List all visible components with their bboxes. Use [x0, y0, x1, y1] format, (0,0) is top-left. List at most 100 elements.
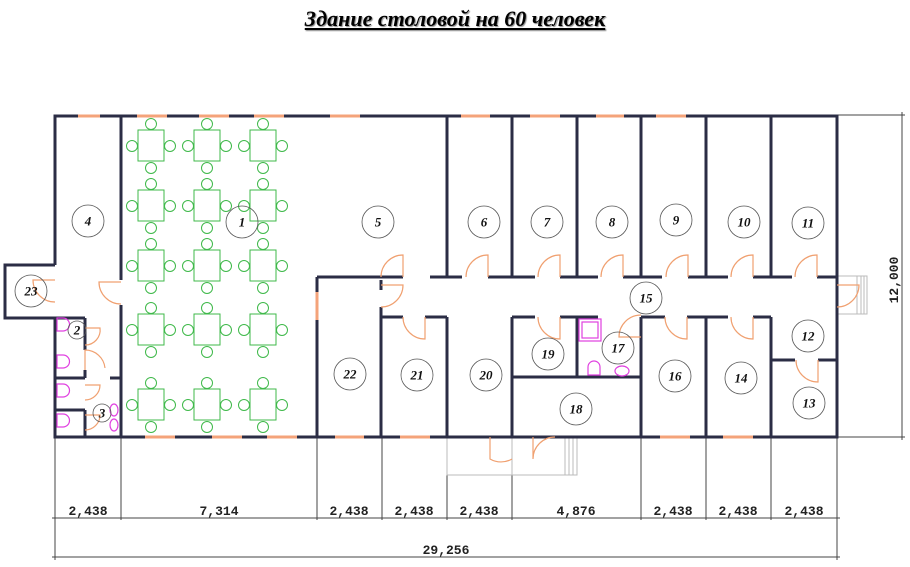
chair: [145, 346, 157, 358]
chair: [257, 377, 269, 389]
chair: [164, 399, 176, 411]
room-marker-circle: [791, 319, 825, 353]
table: [137, 129, 165, 162]
chair: [145, 162, 157, 174]
room-marker-circle: [727, 205, 761, 239]
dining-tables: [126, 118, 288, 433]
room-number-15: 15: [640, 291, 654, 306]
room-marker-circle: [67, 320, 87, 340]
room-marker-circle: [467, 205, 501, 239]
chair: [182, 399, 194, 411]
sanitary-fixtures: [56, 317, 630, 432]
chair: [257, 178, 269, 190]
table: [193, 129, 221, 162]
room-number-16: 16: [669, 369, 683, 384]
chair: [257, 302, 269, 314]
room-marker-circle: [792, 386, 826, 420]
chair: [220, 399, 232, 411]
dimension-labels: 2,438 7,314 2,438 2,438 2,438 4,876 2,43…: [68, 256, 902, 558]
room-marker-circle: [92, 403, 112, 423]
walls: [3, 114, 839, 439]
chair: [164, 200, 176, 212]
chair: [238, 324, 250, 336]
dim-segment-1: 2,438: [68, 504, 107, 519]
chair: [145, 178, 157, 190]
chair: [220, 260, 232, 272]
chair: [276, 200, 288, 212]
room-number-10: 10: [738, 215, 752, 230]
room-marker-circle: [14, 274, 48, 308]
room-number-14: 14: [735, 371, 749, 386]
table: [137, 249, 165, 282]
dimension-lines: [52, 112, 905, 560]
room-number-19: 19: [542, 347, 556, 362]
dim-segment-9: 2,438: [784, 504, 823, 519]
chair: [182, 200, 194, 212]
chair: [220, 200, 232, 212]
room-number-8: 8: [609, 215, 616, 230]
room-marker-circle: [530, 205, 564, 239]
chair: [145, 222, 157, 234]
entrance-steps: [446, 275, 868, 476]
room-number-7: 7: [544, 215, 551, 230]
room-number-9: 9: [673, 213, 680, 228]
table: [193, 388, 221, 421]
table: [249, 249, 277, 282]
chair: [238, 399, 250, 411]
chair: [126, 324, 138, 336]
room-number-4: 4: [84, 214, 92, 229]
chair: [201, 118, 213, 130]
chair: [164, 140, 176, 152]
dim-segment-7: 2,438: [653, 504, 692, 519]
chair: [145, 421, 157, 433]
room-marker-circle: [71, 204, 105, 238]
room-number-2: 2: [73, 323, 81, 338]
room-marker-circle: [791, 206, 825, 240]
chair: [220, 140, 232, 152]
chair: [257, 222, 269, 234]
chair: [145, 377, 157, 389]
table: [249, 189, 277, 222]
chair: [126, 260, 138, 272]
dim-segment-3: 2,438: [329, 504, 368, 519]
chair: [182, 140, 194, 152]
chair: [238, 140, 250, 152]
chair: [257, 421, 269, 433]
table: [249, 313, 277, 346]
room-number-23: 23: [24, 284, 39, 299]
drawing-title: Здание столовой на 60 человек: [304, 6, 606, 31]
dim-segment-5: 2,438: [459, 504, 498, 519]
chair: [182, 260, 194, 272]
chair: [238, 260, 250, 272]
room-number-5: 5: [375, 215, 382, 230]
room-number-20: 20: [479, 368, 494, 383]
chair: [201, 162, 213, 174]
room-number-6: 6: [481, 215, 488, 230]
room-number-22: 22: [343, 367, 358, 382]
chair: [182, 324, 194, 336]
chair: [145, 118, 157, 130]
chair: [126, 399, 138, 411]
chair: [201, 282, 213, 294]
room-marker-circle: [629, 281, 663, 315]
chair: [145, 302, 157, 314]
chair: [201, 178, 213, 190]
room-marker-circle: [361, 205, 395, 239]
chair: [126, 200, 138, 212]
room-number-1: 1: [239, 215, 246, 230]
chair: [201, 238, 213, 250]
room-number-17: 17: [612, 341, 626, 356]
dim-total-width: 12,000: [887, 256, 902, 303]
room-number-3: 3: [98, 406, 106, 421]
dim-segment-4: 2,438: [394, 504, 433, 519]
dim-segment-2: 7,314: [199, 504, 238, 519]
table: [193, 249, 221, 282]
room-marker-circle: [559, 392, 593, 426]
chair: [201, 302, 213, 314]
chair: [145, 238, 157, 250]
room-marker-circle: [601, 331, 635, 365]
room-marker-circle: [724, 361, 758, 395]
chair: [220, 324, 232, 336]
table: [249, 388, 277, 421]
